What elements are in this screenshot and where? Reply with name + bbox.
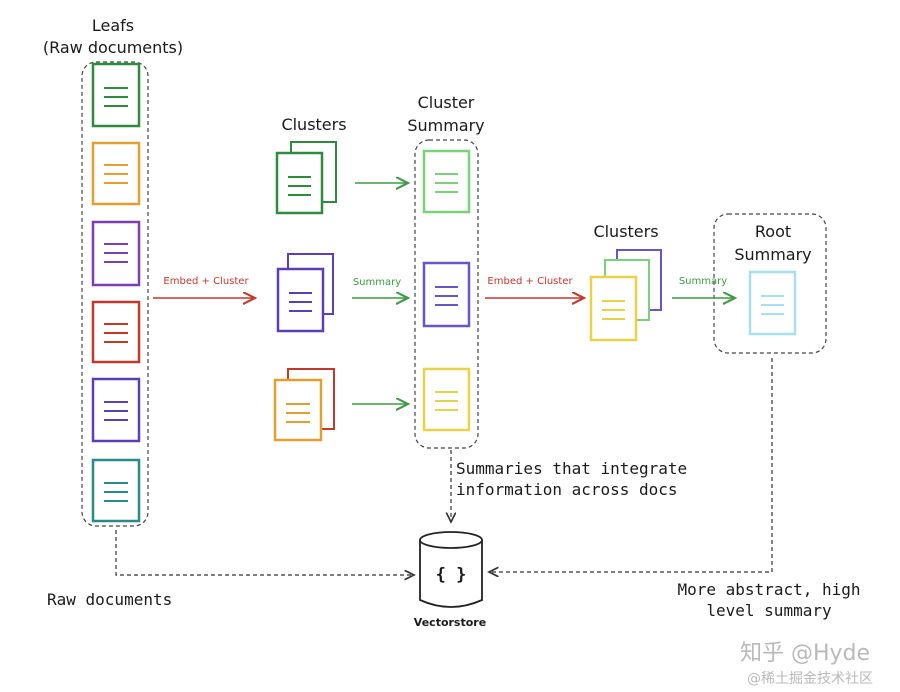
summaries-note-line1: Summaries that integrate <box>456 459 687 478</box>
raw-documents-note: Raw documents <box>47 590 172 609</box>
leaf-doc-red <box>91 300 141 364</box>
watermark-line2: @稀土掘金技术社区 <box>747 671 873 687</box>
cluster-stack-orange <box>273 368 335 442</box>
cluster-stack-green <box>275 141 337 215</box>
clusters-title: Clusters <box>281 115 346 134</box>
cluster-stack-purple <box>276 253 334 333</box>
leafs-to-vectorstore-connector <box>115 530 414 575</box>
watermark-line1: 知乎 @Hyde <box>740 641 870 666</box>
summary-label-1: Summary <box>353 277 401 288</box>
abstract-note-line2: level summary <box>706 601 832 620</box>
leaf-doc-purple <box>91 220 141 287</box>
summary-doc-indigo <box>422 261 471 328</box>
abstract-note-line1: More abstract, high <box>677 580 860 599</box>
cluster-summary-subtitle: Summary <box>407 116 484 135</box>
vectorstore-braces: { } <box>436 565 467 585</box>
leaf-doc-teal <box>91 458 141 523</box>
embed-cluster-label-2: Embed + Cluster <box>487 276 573 287</box>
cluster-stack-level2 <box>589 249 662 342</box>
vectorstore-icon <box>419 531 483 608</box>
leafs-subtitle: (Raw documents) <box>43 38 183 57</box>
summaries-note-line2: information across docs <box>456 480 678 499</box>
root-summary-container <box>713 213 827 354</box>
leafs-container <box>81 61 149 527</box>
summary-doc-green <box>422 149 471 214</box>
root-to-vectorstore-connector <box>489 358 773 572</box>
summary-doc-yellow <box>422 367 471 432</box>
clusters2-title: Clusters <box>593 222 658 241</box>
leaf-doc-blue-purple <box>91 377 141 443</box>
leaf-doc-orange <box>91 141 141 206</box>
leaf-doc-green <box>91 62 141 128</box>
leafs-title: Leafs <box>92 16 134 35</box>
root-summary-subtitle: Summary <box>734 245 811 264</box>
root-summary-doc <box>748 270 797 336</box>
embed-cluster-label-1: Embed + Cluster <box>163 276 249 287</box>
cluster-summary-container <box>414 139 479 449</box>
cluster-summary-title: Cluster <box>418 93 475 112</box>
summary-label-2: Summary <box>679 276 727 287</box>
vectorstore-label: Vectorstore <box>414 616 486 629</box>
root-summary-title: Root <box>755 222 791 241</box>
